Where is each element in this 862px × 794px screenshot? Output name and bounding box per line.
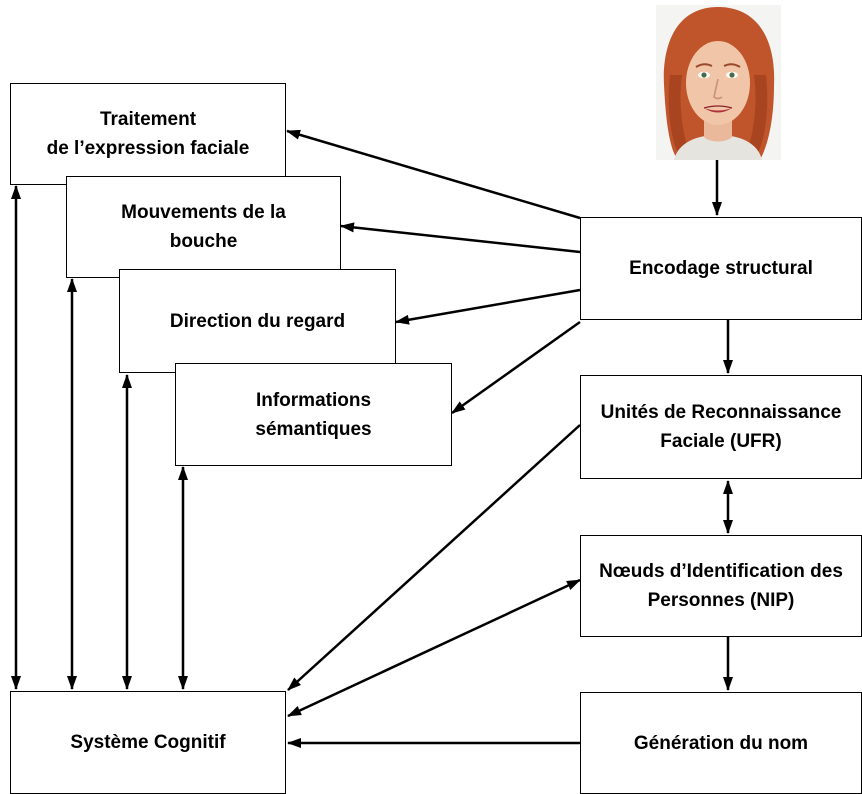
arrow-encodage-to-expression: [286, 129, 581, 220]
box-ufr: Unités de Reconnaissance Faciale (UFR): [580, 375, 862, 479]
box-mouvements-bouche: Mouvements de la bouche: [66, 176, 341, 278]
box-direction-regard: Direction du regard: [119, 269, 396, 373]
box-ufr-line2: Faciale (UFR): [660, 431, 782, 452]
box-systeme-cognitif-line1: Système Cognitif: [70, 732, 226, 753]
box-encodage-structural-line1: Encodage structural: [629, 258, 813, 279]
box-mouvements-bouche-line1: Mouvements de la: [121, 202, 286, 223]
box-traitement-expression-line1: Traitement: [99, 109, 197, 130]
box-mouvements-bouche-line2: bouche: [169, 231, 238, 252]
box-informations-semantiques: Informations sémantiques: [175, 363, 452, 466]
box-nip-line1: Nœuds d’Identification des: [599, 561, 843, 582]
arrow-nip-systeme: [287, 578, 581, 718]
box-nip-line2: Personnes (NIP): [647, 590, 795, 611]
arrow-encodage-to-regard: [395, 288, 581, 325]
box-direction-regard-line1: Direction du regard: [169, 310, 346, 332]
face-illustration: [656, 5, 781, 160]
box-ufr-line1: Unités de Reconnaissance: [600, 402, 842, 423]
box-generation-nom: Génération du nom: [580, 692, 862, 794]
face-photo: [656, 5, 781, 160]
arrow-encodage-to-semantique: [451, 320, 581, 415]
box-systeme-cognitif: Système Cognitif: [10, 691, 286, 794]
box-informations-semantiques-line2: sémantiques: [255, 418, 372, 440]
box-encodage-structural: Encodage structural: [580, 217, 862, 320]
box-nip: Nœuds d’Identification des Personnes (NI…: [580, 535, 862, 637]
box-informations-semantiques-line1: Informations: [255, 389, 372, 411]
box-traitement-expression: Traitement de l’expression faciale: [10, 83, 286, 185]
arrow-encodage-to-bouche: [340, 222, 581, 254]
box-generation-nom-line1: Génération du nom: [633, 732, 809, 754]
box-traitement-expression-line2: de l’expression faciale: [46, 138, 250, 159]
